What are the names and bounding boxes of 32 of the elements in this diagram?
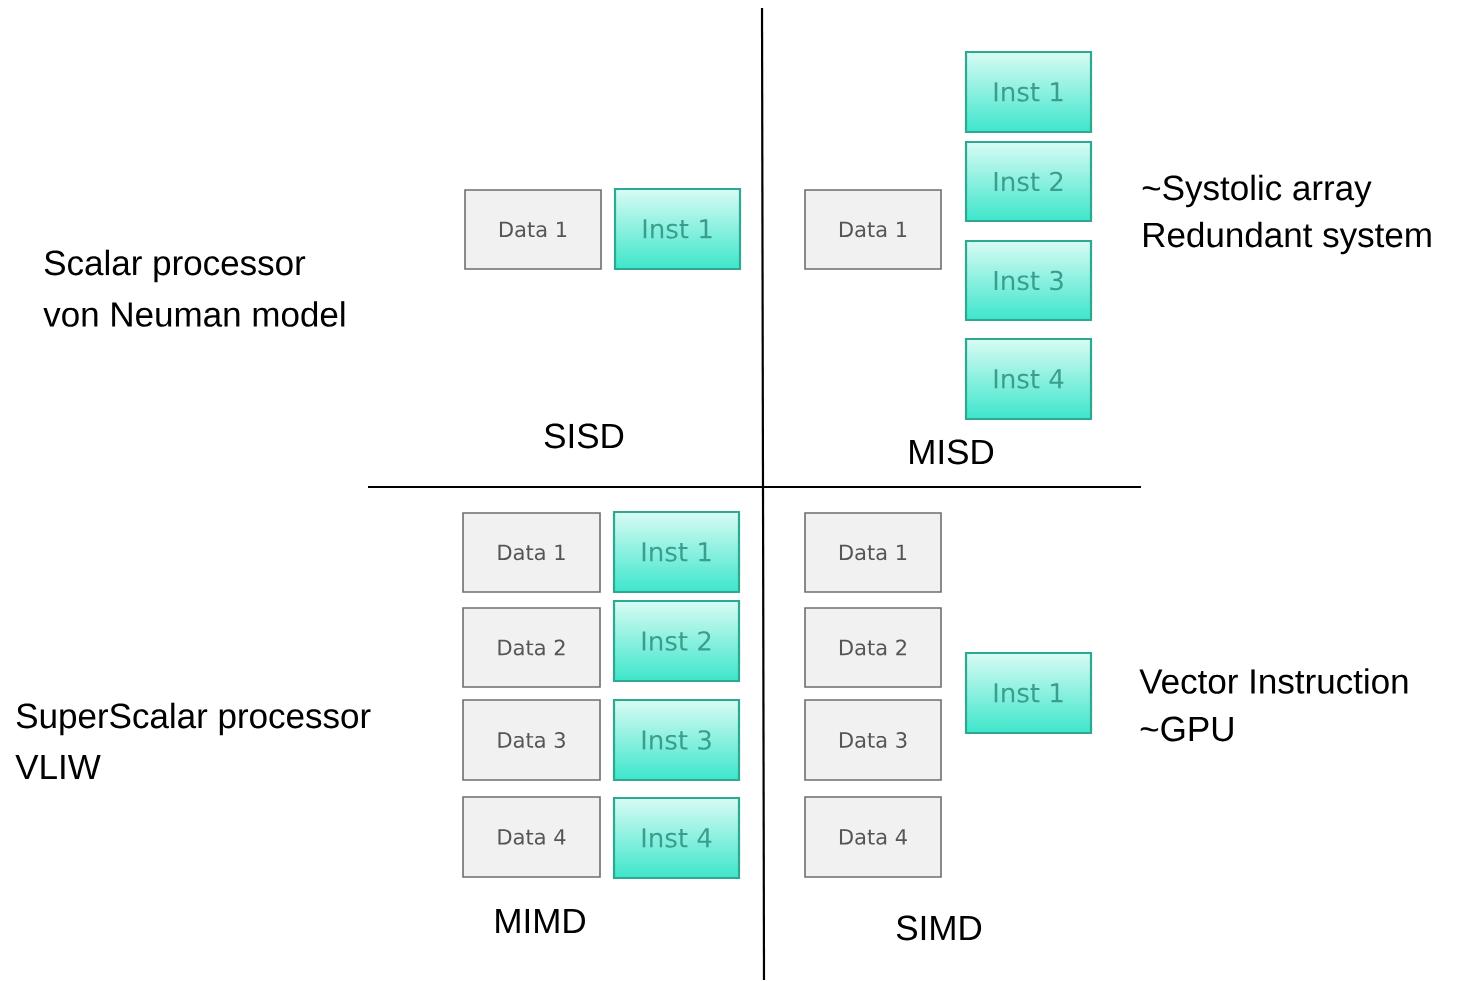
instruction-box: Inst 4 bbox=[964, 337, 1093, 421]
data-box: Data 2 bbox=[462, 607, 601, 688]
instruction-box: Inst 2 bbox=[964, 140, 1093, 223]
annotation-text: Scalar processor bbox=[44, 249, 306, 283]
data-box: Data 1 bbox=[804, 189, 942, 270]
instruction-box: Inst 3 bbox=[964, 239, 1093, 322]
data-box: Data 4 bbox=[462, 796, 601, 878]
data-box: Data 3 bbox=[804, 699, 942, 781]
quadrant-label: MISD bbox=[910, 439, 994, 465]
annotation-text: SuperScalar processor bbox=[16, 702, 371, 736]
data-box: Data 4 bbox=[804, 796, 942, 878]
instruction-box: Inst 1 bbox=[613, 187, 742, 271]
data-box: Data 1 bbox=[804, 512, 942, 593]
instruction-box: Inst 4 bbox=[612, 796, 741, 880]
annotation-text: Vector Instruction bbox=[1139, 668, 1408, 694]
quadrant-label: SISD bbox=[544, 423, 624, 449]
data-box: Data 3 bbox=[462, 699, 601, 781]
instruction-box: Inst 1 bbox=[964, 50, 1093, 134]
data-box: Data 1 bbox=[464, 189, 602, 270]
annotation-text: VLIW bbox=[15, 754, 101, 780]
annotation-text: ~GPU bbox=[1140, 716, 1233, 742]
annotation-text: Redundant system bbox=[1144, 221, 1431, 255]
quadrant-label: SIMD bbox=[896, 915, 982, 941]
data-box: Data 1 bbox=[462, 512, 601, 593]
annotation-text: ~Systolic array bbox=[1142, 174, 1372, 208]
instruction-box: Inst 1 bbox=[612, 510, 741, 594]
data-box: Data 2 bbox=[804, 607, 942, 688]
instruction-box: Inst 1 bbox=[964, 651, 1093, 735]
quadrant-label: MIMD bbox=[496, 908, 585, 934]
instruction-box: Inst 3 bbox=[612, 698, 741, 782]
instruction-box: Inst 2 bbox=[612, 599, 741, 683]
annotation-text: von Neuman model bbox=[43, 301, 345, 327]
